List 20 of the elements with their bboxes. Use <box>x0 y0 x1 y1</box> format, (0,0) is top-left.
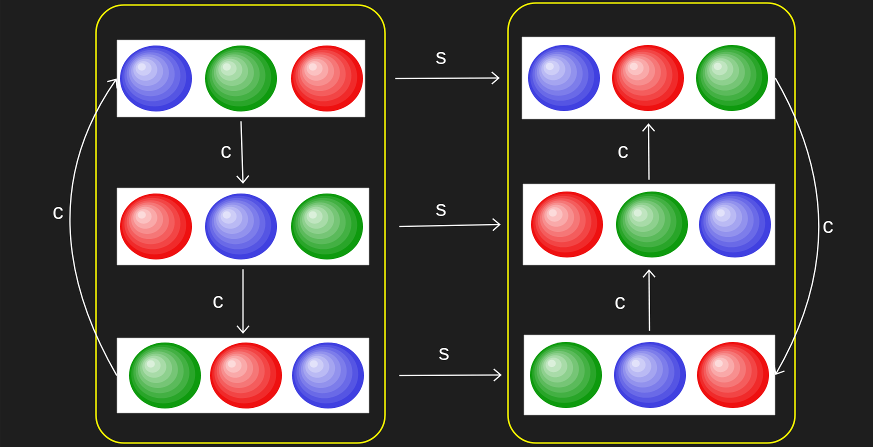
arrow <box>642 269 656 331</box>
edge-label: c <box>213 296 223 308</box>
edge-label: c <box>618 146 628 158</box>
arrow <box>642 123 656 180</box>
edge-label: c <box>615 296 625 309</box>
edge-label: c <box>823 220 833 233</box>
edge-label: s <box>439 348 449 360</box>
arrow <box>395 72 500 85</box>
edge-label: c <box>53 206 63 219</box>
group-frame <box>95 4 386 444</box>
arrow <box>69 78 118 376</box>
arrow <box>399 218 501 232</box>
arrow <box>236 121 250 184</box>
edge-label: s <box>436 52 446 64</box>
arrow <box>399 368 502 382</box>
arrow <box>773 78 820 375</box>
group-frame <box>507 2 796 444</box>
arrow <box>236 269 250 334</box>
edge-label: s <box>436 204 446 216</box>
edge-label: c <box>221 146 231 158</box>
